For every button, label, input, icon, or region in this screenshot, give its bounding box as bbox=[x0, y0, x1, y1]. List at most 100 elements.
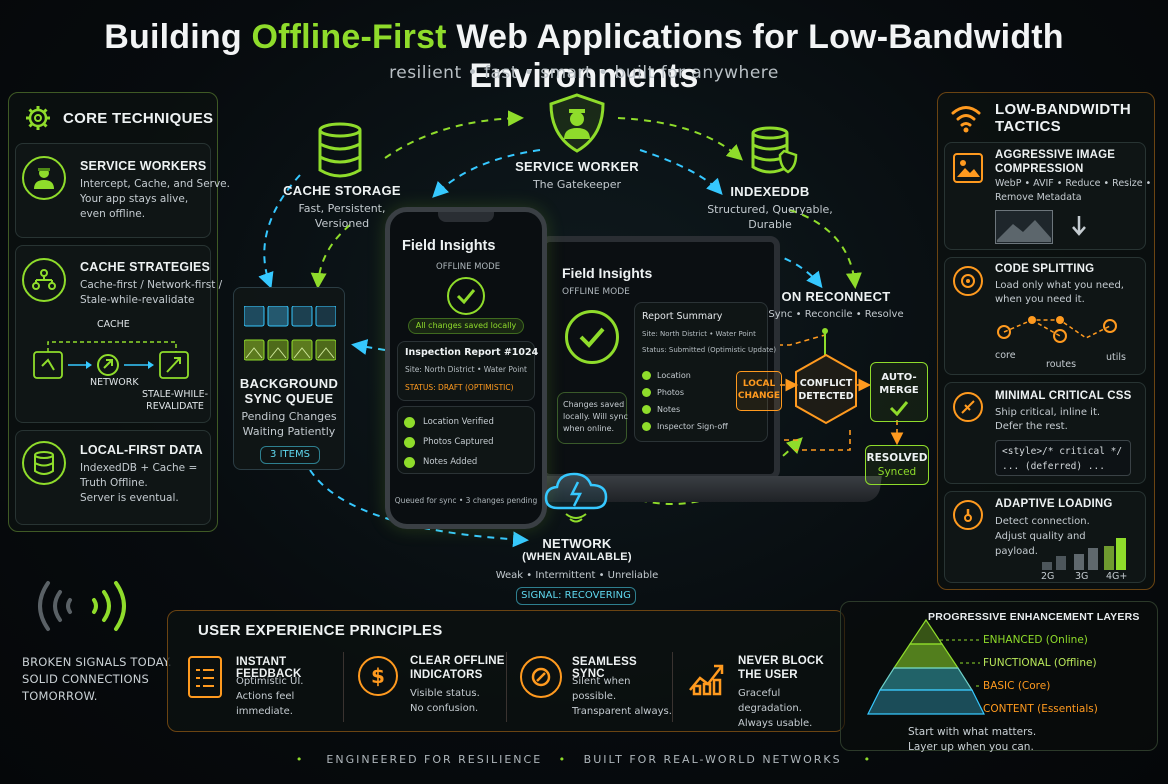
adaptive-loading-title: ADAPTIVE LOADING bbox=[995, 498, 1113, 510]
on-reconnect-desc: Sync • Reconcile • Resolve bbox=[768, 309, 904, 320]
footer-tagline: • ENGINEERED FOR RESILIENCE • BUILT FOR … bbox=[295, 753, 873, 766]
local-first-desc: IndexedDB + Cache =Truth Offline.Server … bbox=[80, 462, 198, 504]
local-change-box bbox=[736, 371, 782, 411]
list-item: Photos bbox=[642, 384, 728, 401]
network-signal-badge: SIGNAL: RECOVERING bbox=[516, 587, 636, 605]
local-first-title: LOCAL-FIRST DATA bbox=[80, 443, 203, 457]
cache-storage-desc: Fast, Persistent,Versioned bbox=[298, 202, 386, 230]
node-label-core: core bbox=[995, 350, 1016, 361]
pe-layer-basic: BASIC (Core) bbox=[983, 680, 1051, 692]
code-splitting-desc: Load only what you need,when you need it… bbox=[995, 280, 1124, 305]
critical-css-code: <style>/* critical */... (deferred) ... bbox=[995, 440, 1131, 476]
service-worker-desc: The Gatekeeper bbox=[532, 178, 622, 191]
merge-check-icon bbox=[889, 401, 909, 416]
check-icon bbox=[642, 405, 651, 414]
service-worker-title: SERVICE WORKER bbox=[515, 159, 639, 174]
list-item: Notes Added bbox=[404, 452, 494, 472]
divider bbox=[506, 652, 507, 722]
brush-icon bbox=[953, 392, 983, 422]
network-title: NETWORK(WHEN AVAILABLE) bbox=[522, 536, 632, 563]
cache-storage-icon bbox=[315, 122, 365, 182]
laptop-note bbox=[557, 392, 627, 444]
ux-title: SEAMLESS SYNC bbox=[572, 656, 637, 680]
laptop-check-icon bbox=[565, 310, 619, 364]
ux-principles-heading: USER EXPERIENCE PRINCIPLES bbox=[198, 622, 443, 639]
page-subtitle: resilient • fast • smart • built for any… bbox=[389, 63, 779, 83]
pe-pyramid bbox=[867, 618, 985, 715]
worker-icon bbox=[22, 156, 66, 200]
laptop-summary bbox=[634, 302, 768, 442]
cache-strategies-title: CACHE STRATEGIES bbox=[80, 260, 211, 274]
shield-icon bbox=[545, 92, 609, 158]
critical-css-title: MINIMAL CRITICAL CSS bbox=[995, 390, 1132, 402]
core-techniques-heading: CORE TECHNIQUES bbox=[63, 110, 214, 127]
indexeddb-desc: Structured, Queryable,Durable bbox=[707, 203, 833, 231]
service-workers-title: SERVICE WORKERS bbox=[80, 159, 207, 173]
sync-icon bbox=[520, 656, 562, 698]
critical-css-desc: Ship critical, inline it.Defer the rest. bbox=[995, 407, 1101, 432]
hierarchy-icon bbox=[22, 258, 66, 302]
on-reconnect-title: ON RECONNECT bbox=[781, 289, 891, 304]
document-icon bbox=[188, 656, 222, 698]
wifi-icon bbox=[951, 106, 981, 133]
check-icon bbox=[404, 456, 415, 468]
phone-report-status: STATUS: DRAFT (OPTIMISTIC) bbox=[405, 383, 514, 392]
signal-waves-icon bbox=[38, 581, 126, 631]
phone-report-site: Site: North District • Water Point bbox=[405, 365, 527, 374]
automerge-label: AUTO-MERGE bbox=[879, 372, 919, 396]
phone-checklist-card bbox=[397, 406, 535, 474]
phone-saved-badge: All changes saved locally bbox=[408, 318, 524, 334]
divider bbox=[672, 652, 673, 722]
indexeddb-icon bbox=[748, 125, 800, 181]
list-item: Location Verified bbox=[404, 412, 494, 432]
conflict-hexagon bbox=[795, 353, 857, 425]
image-icon bbox=[953, 153, 983, 183]
ux-desc: Visible status.No confusion. bbox=[410, 688, 480, 714]
phone-checklist: Location Verified Photos Captured Notes … bbox=[404, 412, 494, 472]
indexeddb-title: INDEXEDDB bbox=[730, 184, 810, 199]
ux-title: INSTANT FEEDBACK bbox=[236, 656, 302, 680]
queue-thumbnails bbox=[243, 305, 337, 366]
footer-dot: • bbox=[295, 753, 305, 766]
resolved-box bbox=[865, 445, 929, 485]
pe-layer-content: CONTENT (Essentials) bbox=[983, 703, 1098, 715]
page-title: Building Offline-First Web Applications … bbox=[104, 18, 1064, 95]
pe-layer-functional: FUNCTIONAL (Offline) bbox=[983, 657, 1097, 669]
laptop-status: Status: Submitted (Optimistic Update) bbox=[642, 346, 777, 354]
node-label-utils: utils bbox=[1106, 352, 1126, 363]
bar-label-2g: 2G bbox=[1041, 571, 1055, 582]
code-splitting-card bbox=[944, 257, 1146, 375]
bar-label-4g: 4G+ bbox=[1106, 571, 1128, 582]
cloud-icon bbox=[544, 472, 608, 523]
divider bbox=[343, 652, 344, 722]
list-item: Inspector Sign-off bbox=[642, 418, 728, 435]
node-label-routes: routes bbox=[1046, 359, 1077, 370]
sync-queue-badge: 3 ITEMS bbox=[260, 446, 320, 464]
network-desc: Weak • Intermittent • Unreliable bbox=[495, 570, 659, 581]
image-thumbnail bbox=[995, 210, 1053, 244]
list-item: Location bbox=[642, 367, 728, 384]
bar-label-3g: 3G bbox=[1075, 571, 1089, 582]
laptop-site: Site: North District • Water Point bbox=[642, 330, 756, 338]
check-icon bbox=[642, 388, 651, 397]
phone-report-title: Inspection Report #1024 bbox=[405, 347, 539, 358]
strategy-label-network: NETWORK bbox=[90, 377, 139, 388]
gear-icon bbox=[24, 104, 52, 136]
service-workers-desc: Intercept, Cache, and Serve.Your app sta… bbox=[80, 178, 230, 220]
laptop-summary-title: Report Summary bbox=[642, 311, 723, 322]
pe-leader-lines bbox=[940, 639, 980, 687]
phone-report-card bbox=[397, 341, 535, 401]
trend-up-icon bbox=[689, 664, 724, 696]
phone-mode: OFFLINE MODE bbox=[436, 262, 501, 272]
database-icon bbox=[22, 441, 66, 485]
